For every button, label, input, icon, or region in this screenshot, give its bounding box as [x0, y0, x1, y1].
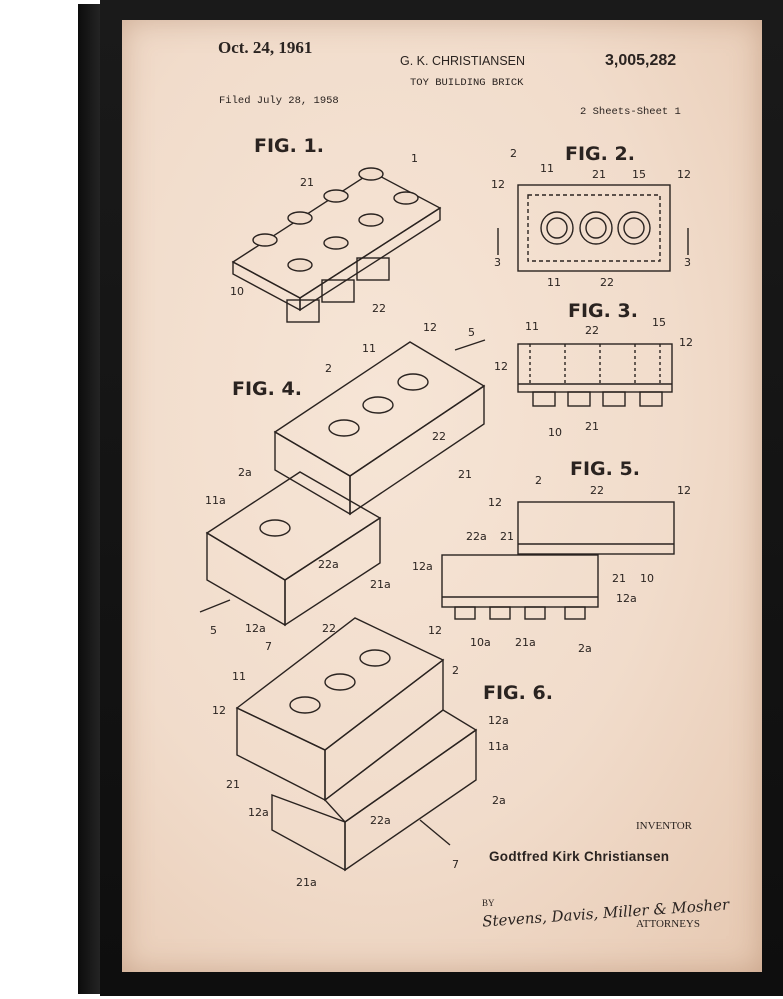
ref-numeral: 11	[547, 276, 561, 289]
ref-numeral: 15	[632, 168, 646, 181]
ref-numeral: 12a	[488, 714, 509, 727]
ref-numeral: 22a	[466, 530, 487, 543]
inventor-label: INVENTOR	[636, 820, 693, 832]
ref-numeral: 22a	[370, 814, 391, 827]
fig-1-brick-drawing	[231, 167, 442, 323]
ref-numeral: 12a	[616, 592, 637, 605]
patent-number: 3,005,282	[605, 52, 677, 69]
ref-numeral: 2a	[578, 642, 592, 655]
ref-numeral: 21	[226, 778, 240, 791]
ref-numeral: 12	[494, 360, 508, 373]
ref-numeral: 22	[590, 484, 604, 497]
ref-numeral: 10	[230, 285, 244, 298]
attorneys-label: ATTORNEYS	[636, 918, 700, 930]
ref-numeral: 10	[548, 426, 562, 439]
fig-2-top-view-drawing	[497, 184, 689, 272]
ref-numeral: 22	[322, 622, 336, 635]
fig-3-label: FIG. 3.	[568, 300, 638, 322]
ref-numeral: 21a	[370, 578, 391, 591]
inventor-name: Godtfred Kirk Christiansen	[489, 849, 670, 864]
ref-numeral: 11	[362, 342, 376, 355]
ref-numeral: 11	[525, 320, 539, 333]
ref-numeral: 12	[491, 178, 505, 191]
ref-numeral: 2	[452, 664, 459, 677]
ref-numeral: 12a	[412, 560, 433, 573]
ref-numeral: 21	[585, 420, 599, 433]
ref-numeral: 5	[468, 326, 475, 339]
ref-numeral: 2	[535, 474, 542, 487]
patent-title: TOY BUILDING BRICK	[410, 77, 524, 89]
ref-numeral: 10a	[470, 636, 491, 649]
ref-numeral: 3	[494, 256, 501, 269]
ref-numeral: 21a	[296, 876, 317, 889]
ref-numeral: 12a	[248, 806, 269, 819]
inventor-short: G. K. CHRISTIANSEN	[400, 54, 526, 68]
fig-1-label: FIG. 1.	[254, 135, 324, 157]
fig-6-bricks-drawing	[235, 617, 478, 872]
fig-4-label: FIG. 4.	[232, 378, 302, 400]
ref-numeral: 22	[585, 324, 599, 337]
ref-numeral: 12	[488, 496, 502, 509]
filed-date: Filed July 28, 1958	[219, 95, 339, 107]
ref-numeral: 22	[432, 430, 446, 443]
ref-numeral: 12	[428, 624, 442, 637]
ref-numeral: 22a	[318, 558, 339, 571]
by-label: BY	[482, 898, 495, 908]
ref-numeral: 22	[600, 276, 614, 289]
ref-numeral: 21	[500, 530, 514, 543]
ref-numeral: 12	[677, 168, 691, 181]
ref-numeral: 21	[300, 176, 314, 189]
ref-numeral: 10	[640, 572, 654, 585]
ref-numeral: 12	[212, 704, 226, 717]
ref-numeral: 2a	[492, 794, 506, 807]
ref-numeral: 21a	[515, 636, 536, 649]
fig-2-label: FIG. 2.	[565, 143, 635, 165]
ref-numeral: 22	[372, 302, 386, 315]
ref-numeral: 2	[510, 147, 517, 160]
ref-numeral: 12	[423, 321, 437, 334]
ref-numeral: 5	[210, 624, 217, 637]
fig-3-section-drawing	[517, 343, 673, 407]
fig-5-section-drawing	[441, 501, 675, 620]
ref-numeral: 2a	[238, 466, 252, 479]
ref-numeral: 7	[452, 858, 459, 871]
ref-numeral: 15	[652, 316, 666, 329]
patent-date: Oct. 24, 1961	[218, 38, 313, 57]
ref-numeral: 11a	[488, 740, 509, 753]
ref-numeral: 21	[592, 168, 606, 181]
sheets-info: 2 Sheets-Sheet 1	[580, 106, 681, 118]
ref-numeral: 3	[684, 256, 691, 269]
fig-4-bricks-drawing	[199, 339, 486, 627]
ref-numeral: 12	[677, 484, 691, 497]
ref-numeral: 12	[679, 336, 693, 349]
patent-print	[122, 20, 762, 972]
ref-numeral: 12a	[245, 622, 266, 635]
ref-numeral: 1	[411, 152, 418, 165]
ref-numeral: 21	[612, 572, 626, 585]
ref-numeral: 11	[540, 162, 554, 175]
ref-numeral: 21	[458, 468, 472, 481]
ref-numeral: 11	[232, 670, 246, 683]
ref-numeral: 7	[265, 640, 272, 653]
ref-numeral: 11a	[205, 494, 226, 507]
fig-5-label: FIG. 5.	[570, 458, 640, 480]
fig-6-label: FIG. 6.	[483, 682, 553, 704]
ref-numeral: 2	[325, 362, 332, 375]
